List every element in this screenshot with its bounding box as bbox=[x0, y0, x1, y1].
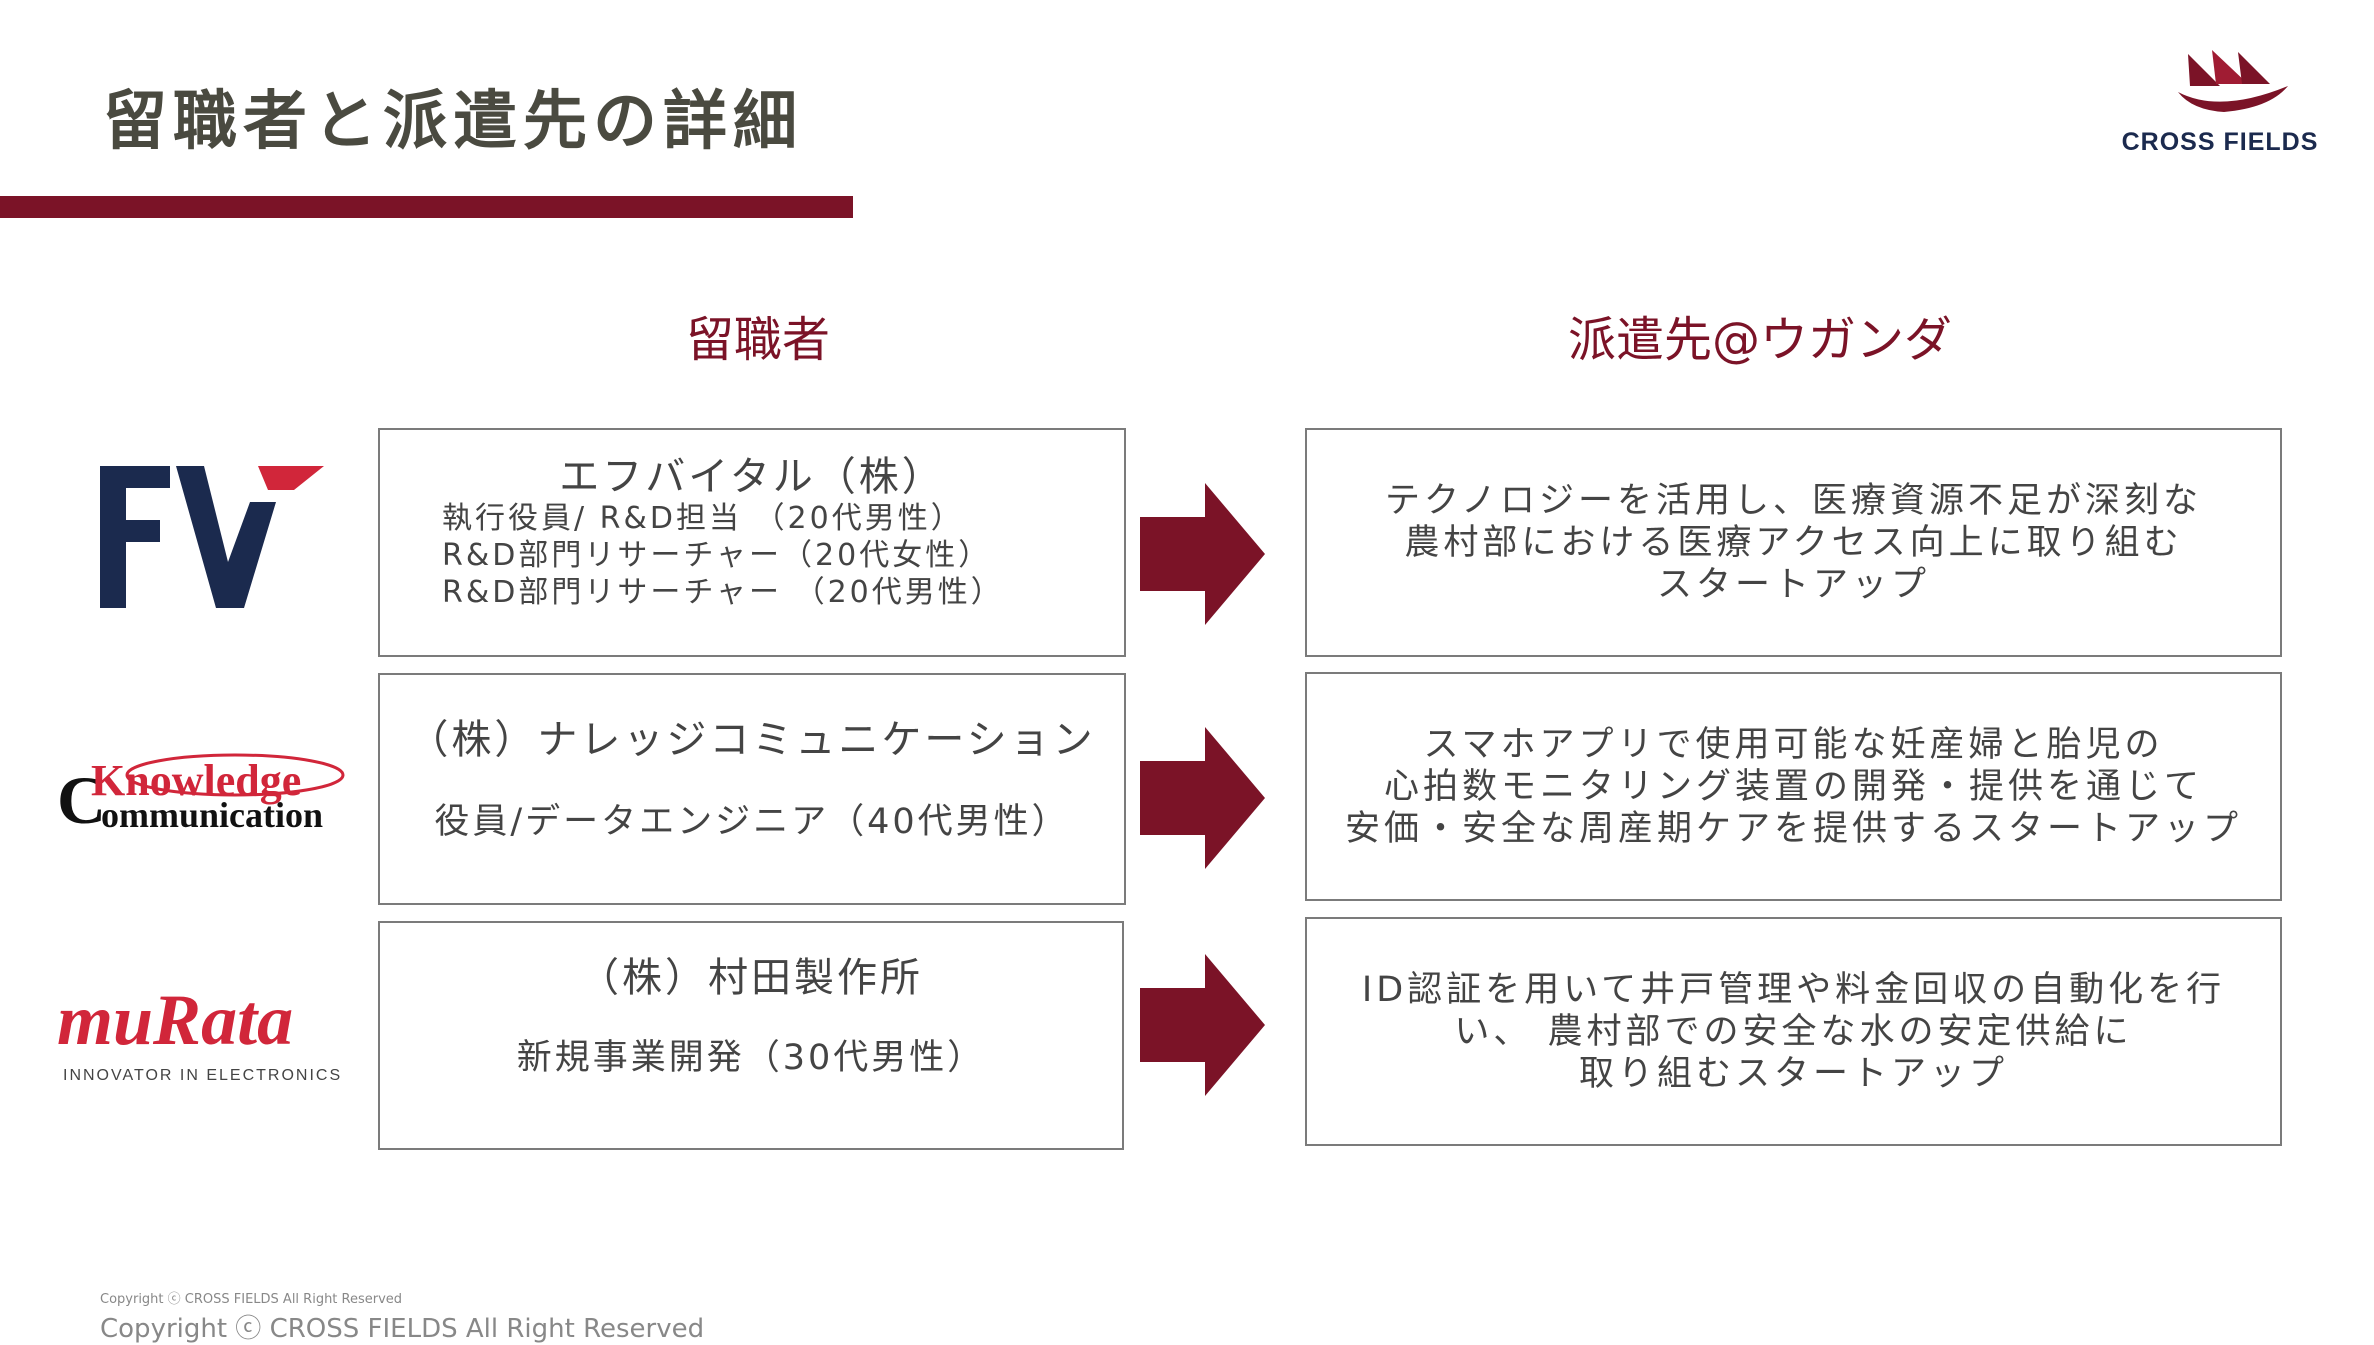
arrow-right-icon bbox=[1140, 483, 1265, 625]
company-name: （株）村田製作所 bbox=[579, 955, 923, 1001]
arrow-right-icon bbox=[1140, 727, 1265, 869]
murata-logo: muRata INNOVATOR IN ELECTRONICS bbox=[55, 980, 355, 1090]
copyright-small: Copyright ⓒ CROSS FIELDS All Right Reser… bbox=[100, 1292, 403, 1307]
logo-wordmark: muRata bbox=[57, 980, 293, 1060]
role-line: R&D部門リサーチャー （20代男性） bbox=[442, 575, 1004, 610]
cross-fields-logo: CROSS FIELDS bbox=[2120, 46, 2320, 166]
logo-tagline: INNOVATOR IN ELECTRONICS bbox=[63, 1067, 342, 1084]
description-line: 農村部における医療アクセス向上に取り組む bbox=[1404, 522, 2183, 563]
page-title: 留職者と派遣先の詳細 bbox=[103, 85, 803, 159]
company-name: エフバイタル（株） bbox=[559, 454, 945, 500]
destination-card-2: スマホアプリで使用可能な妊産婦と胎児の 心拍数モニタリング装置の開発・提供を通じ… bbox=[1305, 672, 2282, 901]
role-line: 役員/データエンジニア（40代男性） bbox=[434, 802, 1070, 842]
role-list: 執行役員/ R&D担当 （20代男性） R&D部門リサーチャー（20代女性） R… bbox=[442, 500, 1004, 611]
description-line: スマホアプリで使用可能な妊産婦と胎児の bbox=[1423, 724, 2164, 765]
company-name: （株）ナレッジコミュニケーション bbox=[408, 717, 1096, 763]
knowledge-communication-logo: C Knowledge ommunication bbox=[55, 745, 345, 838]
description-line: ID認証を用いて井戸管理や料金回収の自動化を行 bbox=[1361, 969, 2226, 1010]
description-line: テクノロジーを活用し、医療資源不足が深刻な bbox=[1385, 480, 2202, 521]
title-underline bbox=[0, 196, 853, 218]
role-line: 新規事業開発（30代男性） bbox=[516, 1038, 986, 1078]
ship-sail-icon bbox=[2178, 50, 2288, 112]
destination-card-1: テクノロジーを活用し、医療資源不足が深刻な 農村部における医療アクセス向上に取り… bbox=[1305, 428, 2282, 657]
employee-card-1: エフバイタル（株） 執行役員/ R&D担当 （20代男性） R&D部門リサーチャ… bbox=[378, 428, 1126, 657]
svg-text:C: C bbox=[57, 762, 106, 835]
destination-card-3: ID認証を用いて井戸管理や料金回収の自動化を行 い、 農村部での安全な水の安定供… bbox=[1305, 917, 2282, 1146]
role-line: 執行役員/ R&D担当 （20代男性） bbox=[442, 501, 964, 536]
copyright: Copyright ⓒ CROSS FIELDS All Right Reser… bbox=[100, 1314, 705, 1344]
left-column-heading: 留職者 bbox=[685, 312, 830, 368]
description-line: 心拍数モニタリング装置の開発・提供を通じて bbox=[1383, 766, 2203, 807]
description-line: スタートアップ bbox=[1656, 564, 1930, 605]
description-line: い、 農村部での安全な水の安定供給に bbox=[1454, 1011, 2133, 1052]
logo-text-bottom: ommunication bbox=[101, 795, 323, 835]
brand-name: CROSS FIELDS bbox=[2121, 128, 2319, 156]
fv-logo bbox=[98, 462, 328, 612]
employee-card-2: （株）ナレッジコミュニケーション 役員/データエンジニア（40代男性） bbox=[378, 673, 1126, 905]
description-line: 安価・安全な周産期ケアを提供するスタートアップ bbox=[1344, 808, 2242, 849]
arrow-right-icon bbox=[1140, 954, 1265, 1096]
logo-text-top: Knowledge bbox=[91, 756, 301, 805]
role-line: R&D部門リサーチャー（20代女性） bbox=[442, 538, 992, 573]
right-column-heading: 派遣先@ウガンダ bbox=[1567, 312, 1952, 368]
description-line: 取り組むスタートアップ bbox=[1578, 1053, 2008, 1094]
employee-card-3: （株）村田製作所 新規事業開発（30代男性） bbox=[378, 921, 1124, 1150]
